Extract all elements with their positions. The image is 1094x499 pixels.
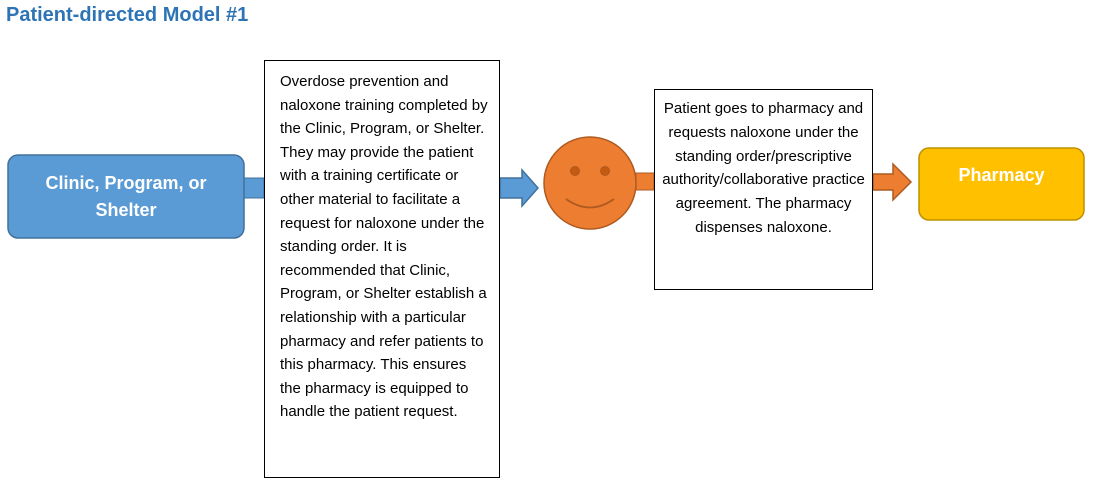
diagram-title: Patient-directed Model #1	[6, 4, 249, 26]
clinic-label: Clinic, Program, or Shelter	[45, 172, 207, 220]
training-text: Overdose prevention and naloxone trainin…	[280, 73, 488, 421]
patient-action-text: Patient goes to pharmacy and requests na…	[662, 100, 865, 236]
training-box: Overdose prevention and naloxone trainin…	[264, 60, 500, 478]
blue-arrow	[499, 168, 540, 208]
smiley-face-icon	[543, 136, 637, 230]
clinic-connector	[243, 177, 265, 199]
clinic-node	[7, 154, 245, 239]
smiley-connector	[635, 172, 655, 191]
pharmacy-label: Pharmacy	[958, 165, 1045, 185]
orange-arrow	[872, 162, 913, 202]
pharmacy-node	[918, 147, 1085, 221]
patient-action-box: Patient goes to pharmacy and requests na…	[654, 89, 873, 290]
